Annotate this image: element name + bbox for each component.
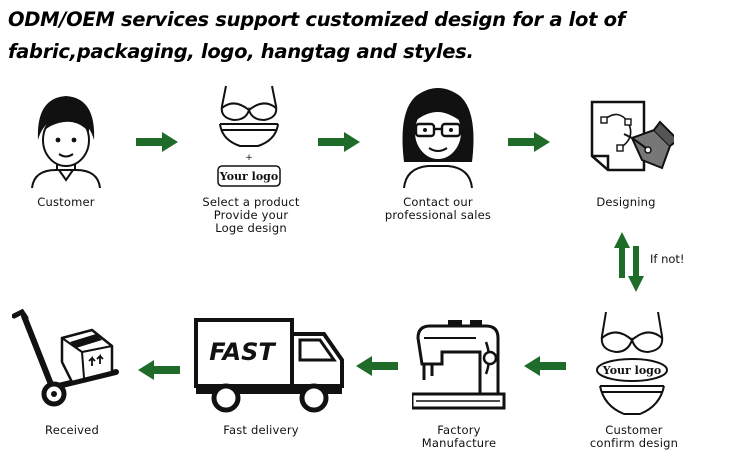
delivery-truck-icon: FAST xyxy=(194,318,344,413)
logo-tag-text: Your logo xyxy=(219,170,278,183)
product-logo-icon: + Your logo xyxy=(217,85,281,187)
contact-sales-label: Contact our professional sales xyxy=(384,195,492,222)
lingerie-logo-icon: Your logo xyxy=(596,311,668,415)
hand-truck-icon xyxy=(12,308,119,407)
arrow-right-icon xyxy=(318,132,360,152)
truck-fast-text: FAST xyxy=(209,338,276,366)
arrow-left-icon xyxy=(524,356,566,376)
arrow-left-icon xyxy=(138,360,180,380)
designing-label: Designing xyxy=(596,195,656,209)
customer-icon xyxy=(31,96,101,188)
select-product-label: Select a product Provide your Loge desig… xyxy=(202,195,300,235)
sales-icon xyxy=(402,88,474,188)
arrow-right-icon xyxy=(508,132,550,152)
headline-line-1: ODM/OEM services support customized desi… xyxy=(8,8,625,31)
sewing-machine-icon xyxy=(412,320,506,410)
headline-line-2: fabric,packaging, logo, hangtag and styl… xyxy=(8,40,474,63)
received-label: Received xyxy=(45,423,99,437)
fast-delivery-label: Fast delivery xyxy=(223,423,299,437)
plus-sign: + xyxy=(245,153,253,163)
design-pen-icon xyxy=(590,100,674,172)
factory-label: Factory Manufacture xyxy=(421,423,497,450)
customer-confirm-label: Customer confirm design xyxy=(589,423,679,450)
confirm-logo-text: Your logo xyxy=(602,364,661,377)
headline: ODM/OEM services support customized desi… xyxy=(8,4,723,68)
arrow-left-icon xyxy=(356,356,398,376)
customer-label: Customer xyxy=(37,195,95,209)
if-not-label: If not! xyxy=(650,252,685,266)
arrow-right-icon xyxy=(136,132,178,152)
loop-arrows-icon xyxy=(614,232,644,292)
